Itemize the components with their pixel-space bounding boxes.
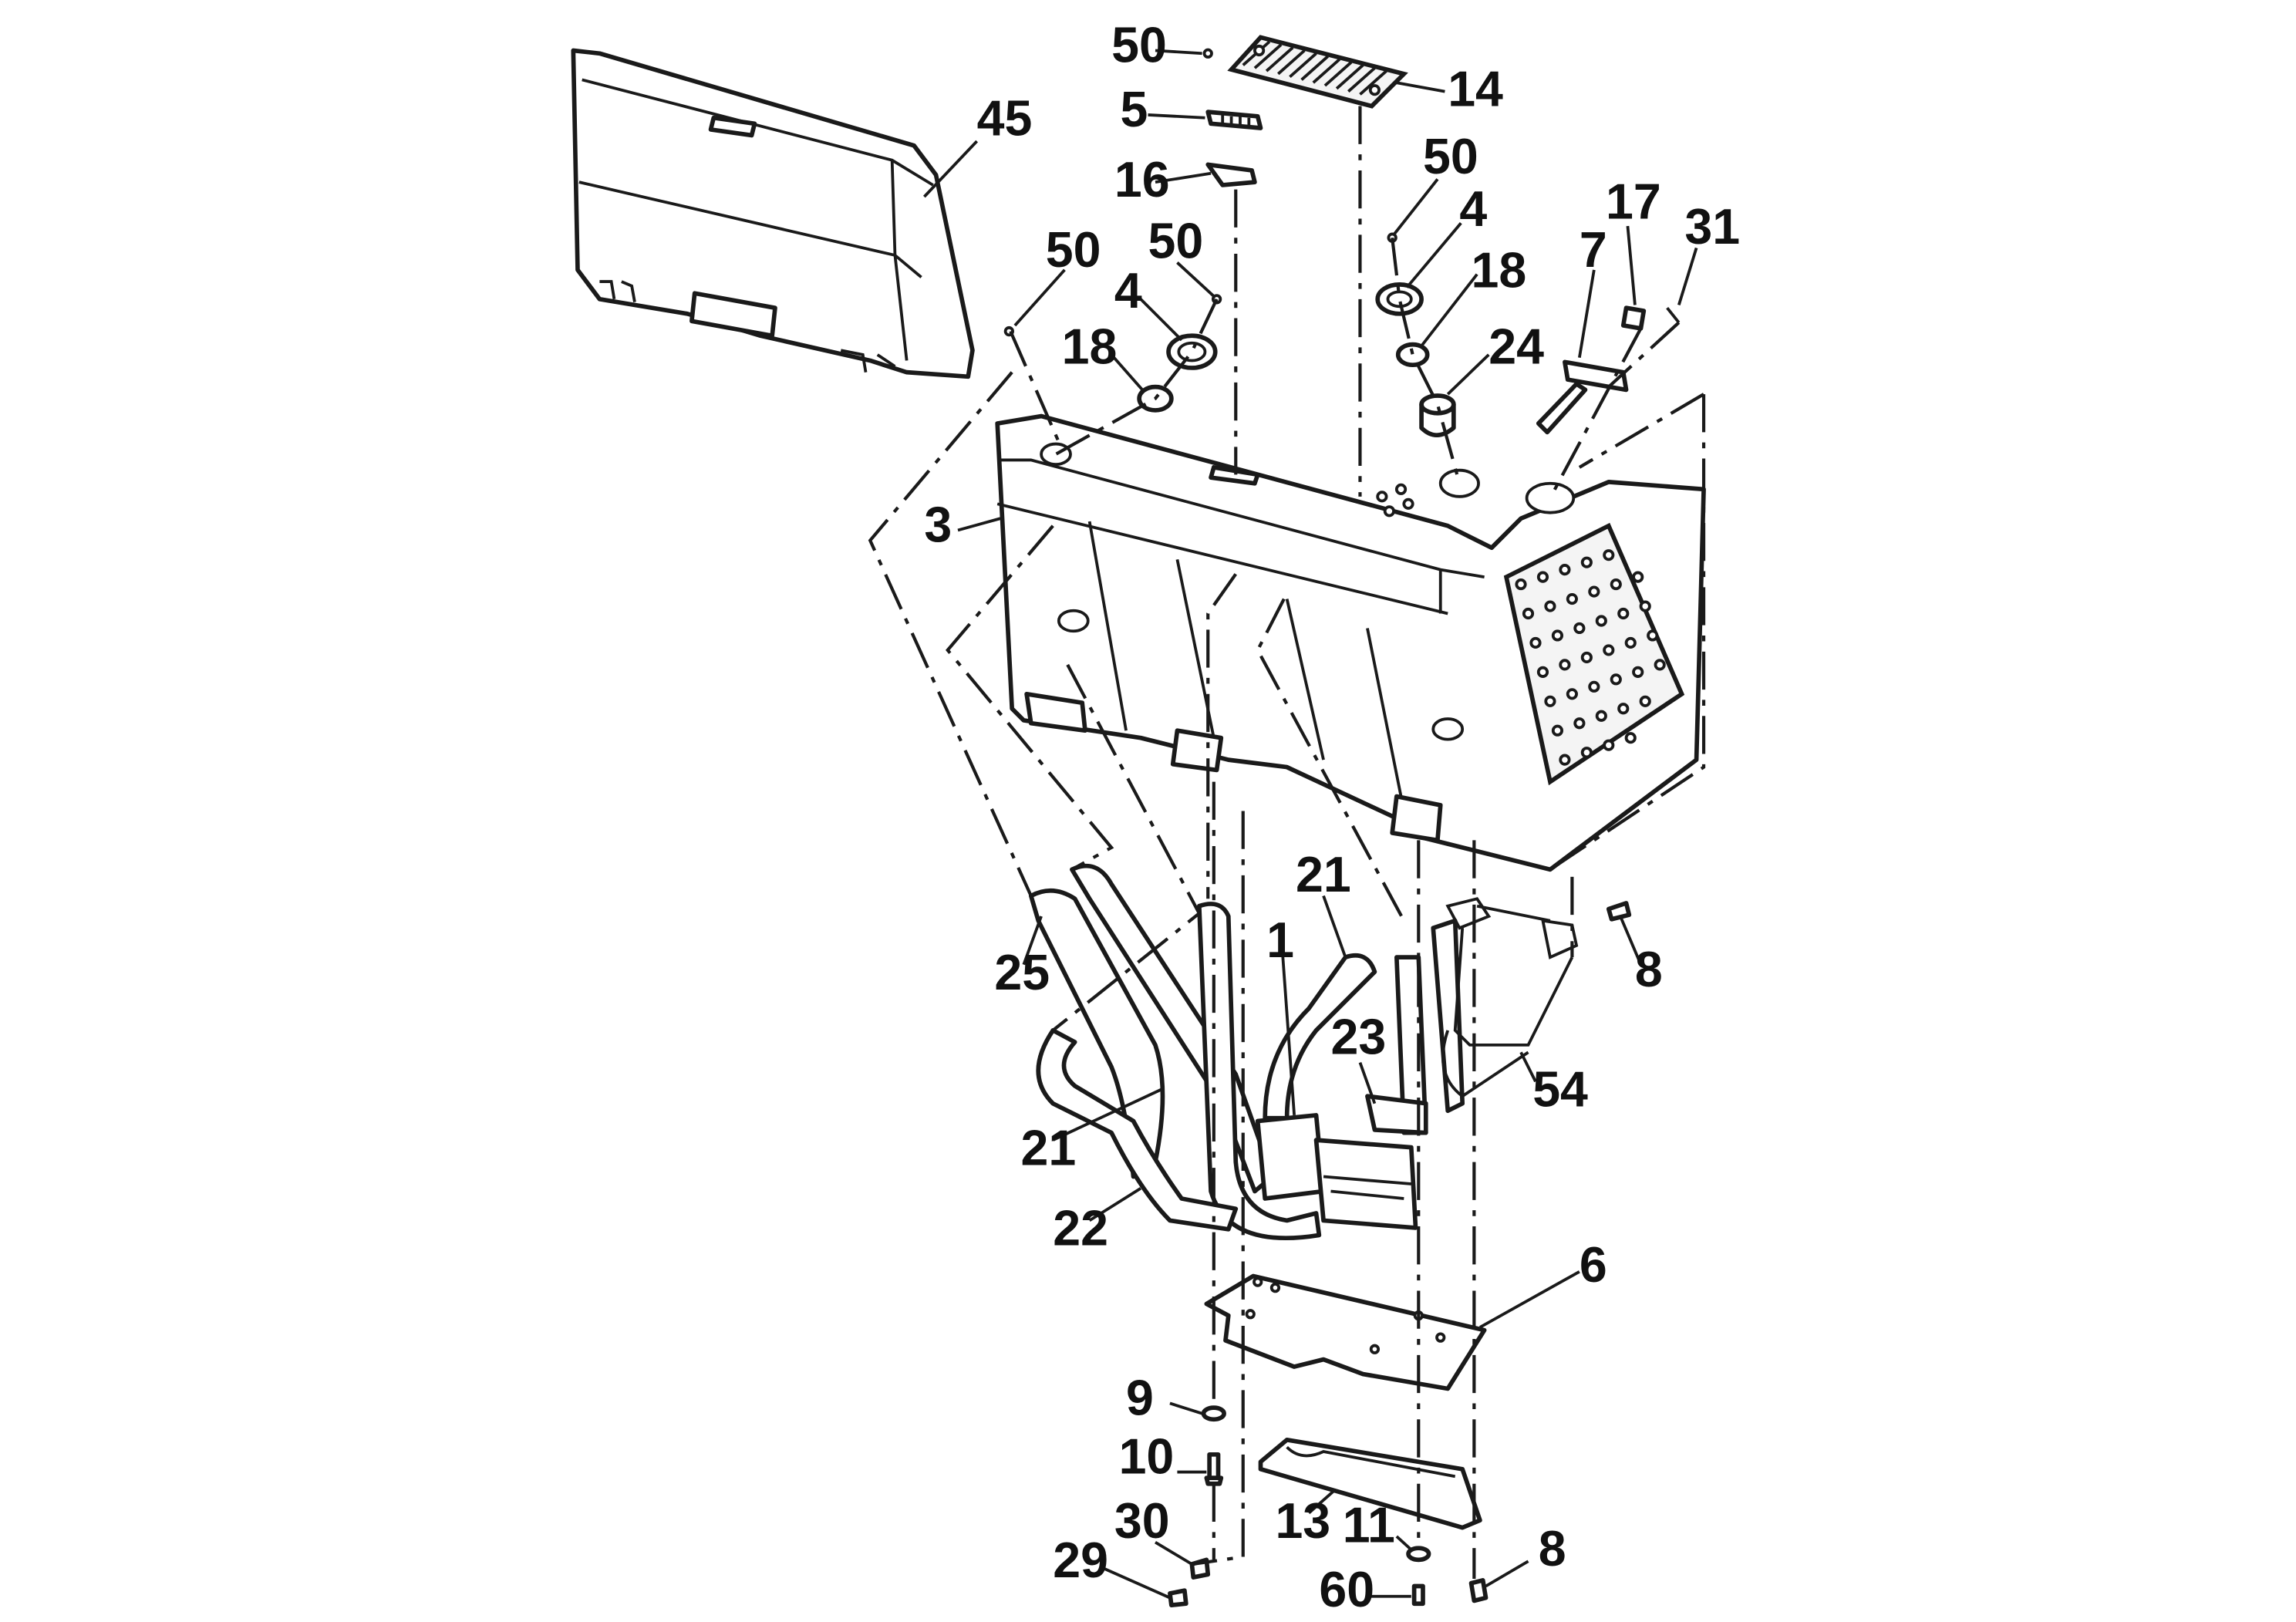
callout-3: 3 [924, 497, 952, 553]
part-5-switch [1205, 110, 1263, 130]
callout-30: 30 [1114, 1493, 1170, 1549]
callout-45: 45 [977, 90, 1033, 146]
callout-6: 6 [1580, 1237, 1607, 1293]
callout-25: 25 [994, 945, 1050, 1000]
callout-5: 5 [1120, 82, 1148, 137]
part-4-gauge-left [1166, 333, 1218, 370]
part-31-screw [1666, 307, 1681, 324]
callout-54: 54 [1532, 1062, 1588, 1118]
callout-8-right: 8 [1635, 942, 1663, 997]
part-16-bracket [1205, 162, 1257, 187]
callout-23: 23 [1331, 1009, 1387, 1064]
leader-lines [923, 49, 1698, 1600]
callout-8-bottom: 8 [1539, 1521, 1566, 1576]
part-45-cover [571, 48, 975, 379]
part-1-valve-block [1255, 1094, 1428, 1230]
assembly-lines [868, 106, 1706, 1579]
callout-4-right: 4 [1459, 181, 1487, 237]
callout-11: 11 [1343, 1498, 1395, 1553]
callout-50-top: 50 [1111, 18, 1167, 73]
callout-18-left: 18 [1062, 319, 1118, 374]
part-13-cover-plate [1258, 1438, 1482, 1530]
callout-10: 10 [1119, 1428, 1175, 1484]
callout-31: 31 [1684, 199, 1740, 255]
callout-50-mid: 50 [1148, 214, 1203, 269]
callout-7: 7 [1580, 222, 1607, 278]
part-6-plate [1204, 1273, 1487, 1391]
callout-21-top: 21 [1296, 847, 1351, 902]
callout-24: 24 [1489, 319, 1544, 374]
callout-labels: 50 14 5 45 16 50 4 17 31 50 50 7 18 4 24… [924, 18, 1740, 1617]
callout-1: 1 [1266, 912, 1294, 968]
part-3-body [995, 413, 1706, 872]
callout-60: 60 [1319, 1562, 1374, 1617]
callout-4-left: 4 [1114, 263, 1142, 319]
callout-21-bottom: 21 [1021, 1120, 1077, 1175]
callout-16: 16 [1114, 152, 1170, 207]
part-17-connector [1620, 305, 1647, 331]
callout-50-right: 50 [1423, 129, 1478, 184]
part-24-bushing [1419, 393, 1456, 438]
callout-50-left: 50 [1046, 222, 1101, 278]
callout-29: 29 [1053, 1533, 1108, 1588]
part-7-sender [1536, 359, 1629, 435]
fasteners [1168, 901, 1632, 1607]
callout-9: 9 [1126, 1371, 1154, 1426]
callout-22: 22 [1053, 1201, 1108, 1256]
part-4-gauge-right [1375, 282, 1424, 316]
callout-14: 14 [1448, 62, 1503, 117]
part-14-grille [1227, 35, 1408, 109]
callout-13: 13 [1275, 1493, 1330, 1549]
part-54-rod [1441, 897, 1579, 1098]
part-18-grommet-right [1395, 342, 1430, 368]
callout-17: 17 [1606, 174, 1661, 230]
callout-18-right: 18 [1472, 243, 1527, 298]
